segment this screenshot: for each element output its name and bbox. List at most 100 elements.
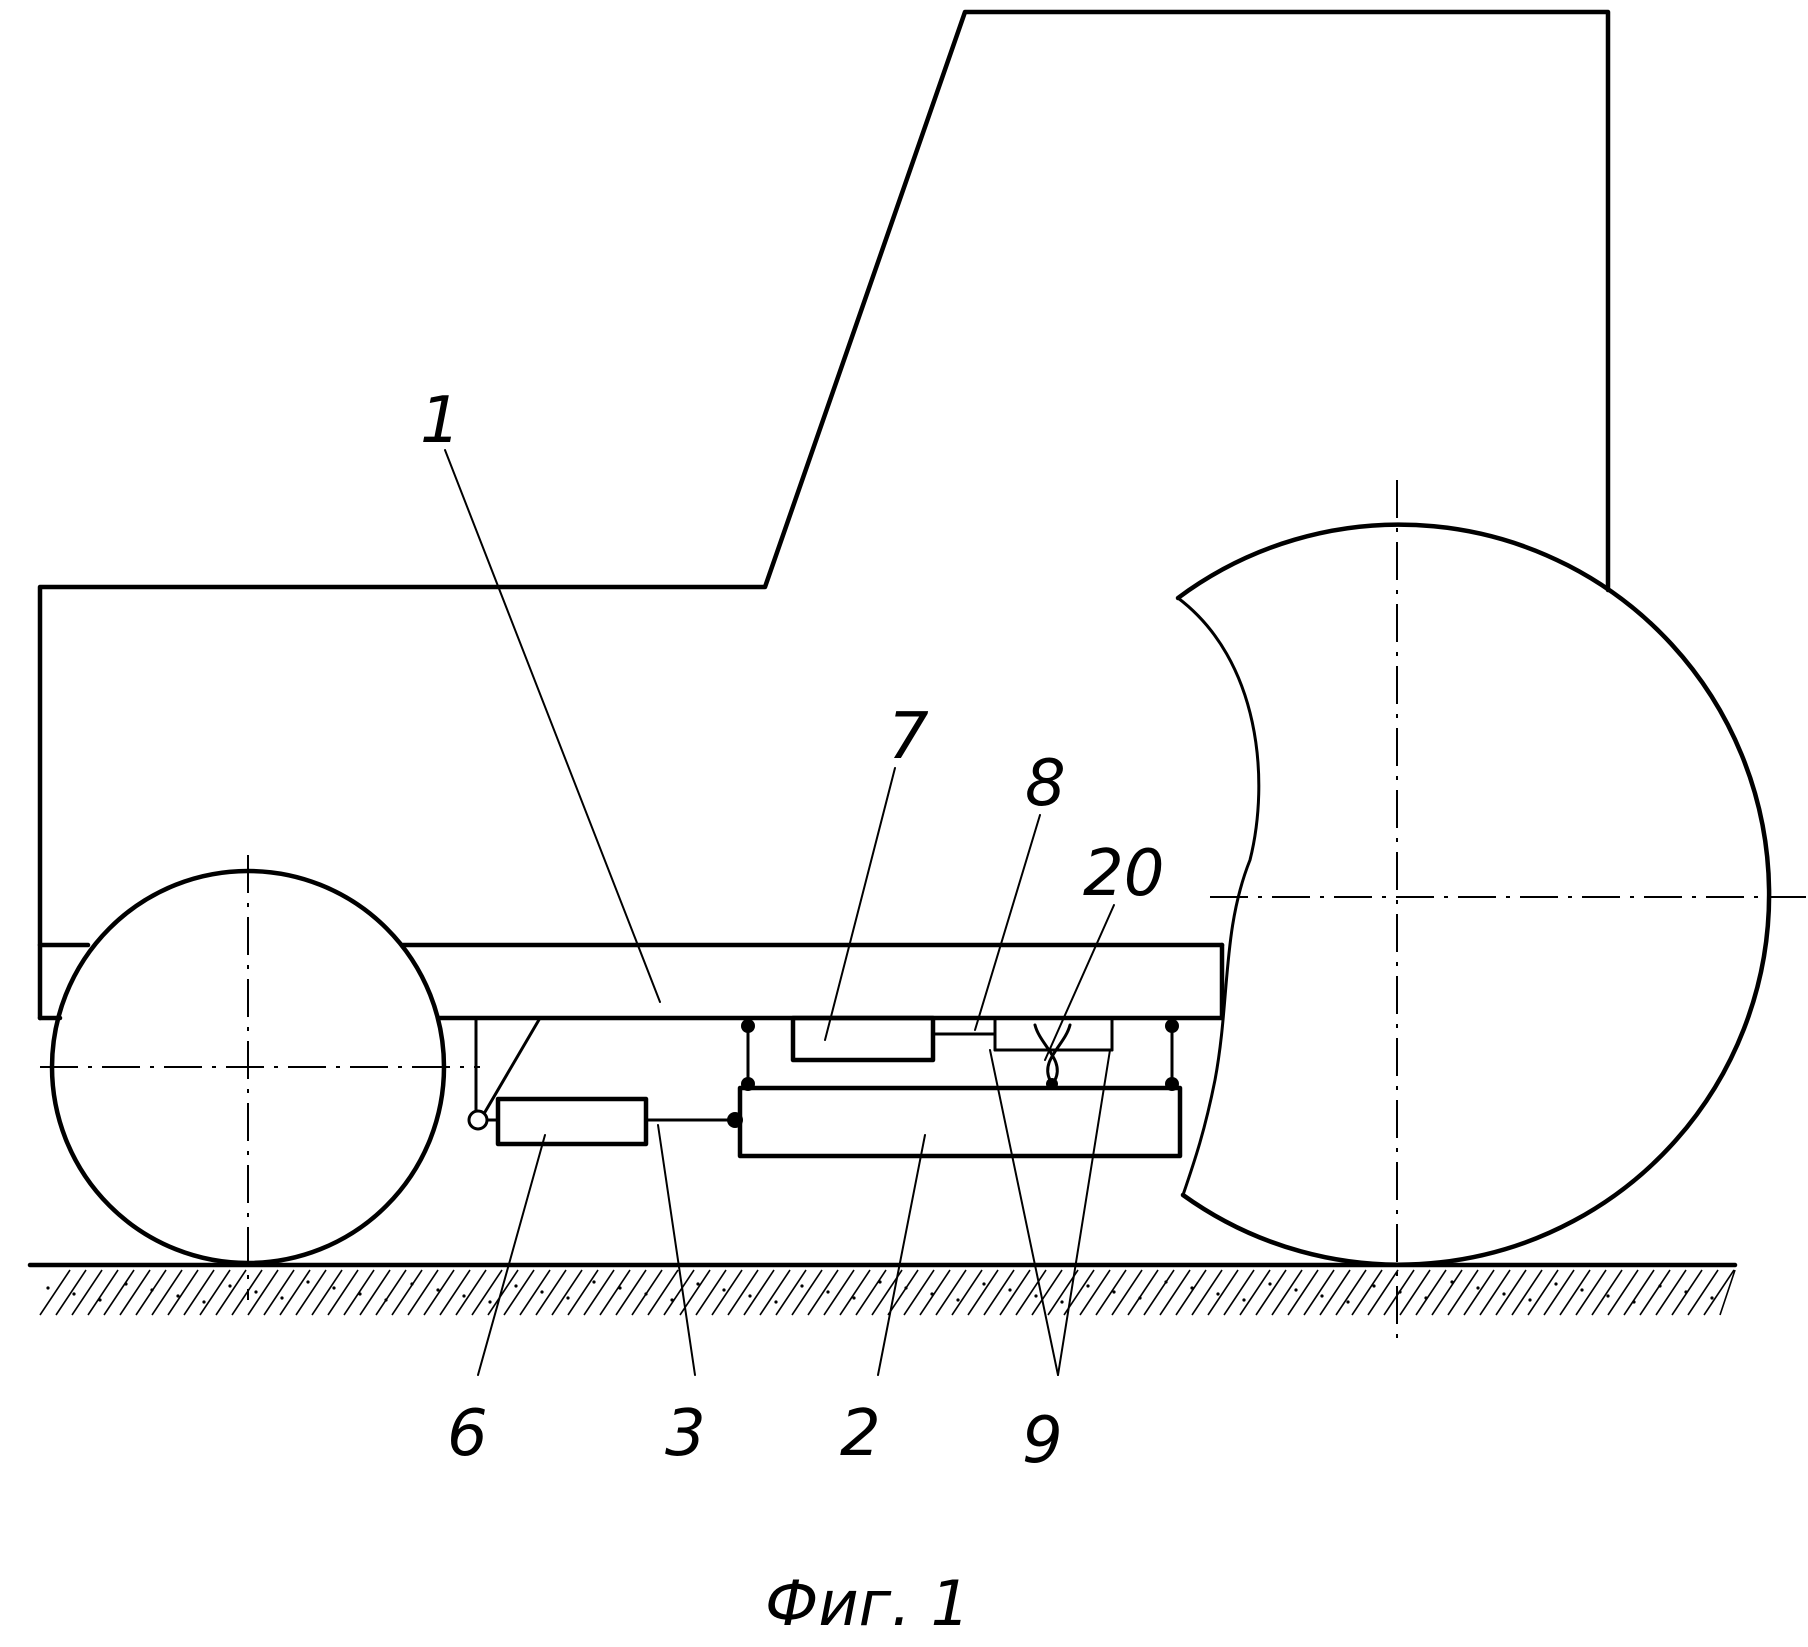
hatch-line [1400,1270,1430,1315]
hatch-line [360,1270,390,1315]
hatch-dot [696,1282,699,1285]
hatch-line [184,1270,214,1315]
vehicle-body [40,12,1608,1018]
hatch-line [904,1270,934,1315]
hatch-line [696,1270,726,1315]
hatch-dot [1346,1300,1349,1303]
hatch-dot [1060,1300,1063,1303]
hatch-line [600,1270,630,1315]
hatch-dot [46,1286,49,1289]
hatch-dot [98,1298,101,1301]
hatch-line [1608,1270,1638,1315]
chassis-frame [40,945,1222,1018]
hatch-dot [1424,1296,1427,1299]
hatch-line [72,1270,102,1315]
hatch-line [152,1270,182,1315]
hatch-dot [592,1280,595,1283]
hatch-dot [1086,1284,1089,1287]
hatch-dot [1554,1282,1557,1285]
hatch-dot [488,1300,491,1303]
hatch-line [1272,1270,1302,1315]
label-8: 8 [1025,747,1066,821]
hatch-dot [1242,1298,1245,1301]
hatch-line [760,1270,790,1315]
hatch-dot [462,1294,465,1297]
hatch-line [856,1270,886,1315]
hatch-line [264,1270,294,1315]
hatch-line [40,1270,70,1315]
hatch-dot [1658,1284,1661,1287]
hatch-dot [410,1282,413,1285]
hatch-line [648,1270,678,1315]
hatch-line [984,1270,1014,1315]
hatch-line [632,1270,662,1315]
hatch-dot [176,1294,179,1297]
hatch-line [1592,1270,1622,1315]
hatch-line [424,1270,454,1315]
hatch-dot [436,1288,439,1291]
figure-caption: Фиг. 1 [765,1567,970,1640]
hatch-line [1480,1270,1510,1315]
hatch-line [392,1270,422,1315]
hatch-dot [852,1296,855,1299]
hatch-dot [124,1282,127,1285]
hatch-dot [904,1286,907,1289]
hatch-dot [1320,1294,1323,1297]
hatch-line [168,1270,198,1315]
hatch-line [200,1270,230,1315]
front-wheel [40,855,480,1300]
hatch-line [616,1270,646,1315]
hatch-line [744,1270,774,1315]
hatch-dot [1450,1280,1453,1283]
hatch-dot [1476,1286,1479,1289]
hatch-line [456,1270,486,1315]
hatch-line [1256,1270,1286,1315]
hatch-dot [982,1282,985,1285]
hatch-line [328,1270,358,1315]
hatch-line [1560,1270,1590,1315]
hatch-dot [280,1296,283,1299]
hatch-line [1512,1270,1542,1315]
hatch-line [1496,1270,1526,1315]
hatch-line [136,1270,166,1315]
hatch-line [312,1270,342,1315]
hatch-line [520,1270,550,1315]
hatch-line [1432,1270,1462,1315]
hatch-line [120,1270,150,1315]
hatch-dot [540,1290,543,1293]
hatch-dot [1268,1282,1271,1285]
hatch-dot [1112,1290,1115,1293]
hatch-line [1416,1270,1446,1315]
label-7: 7 [888,700,929,774]
hatch-dot [1294,1288,1297,1291]
hatch-line [1688,1270,1718,1315]
hatch-line [56,1270,86,1315]
hatch-line [664,1270,694,1315]
hatch-line [888,1270,918,1315]
hatch-line [280,1270,310,1315]
hatch-dot [1502,1292,1505,1295]
hatch-line [296,1270,326,1315]
hatch-line [1208,1270,1238,1315]
hatch-dot [930,1292,933,1295]
hatch-line [1144,1270,1174,1315]
hatch-line [936,1270,966,1315]
hatch-line [104,1270,134,1315]
hatch-line [1368,1270,1398,1315]
hatch-line [1336,1270,1366,1315]
hatch-line [1704,1270,1734,1315]
hatch-dot [1190,1286,1193,1289]
hatch-line [408,1270,438,1315]
hatch-dot [358,1292,361,1295]
hatch-dot [72,1292,75,1295]
hatch-line [1352,1270,1382,1315]
label-20: 20 [1083,837,1164,911]
hatch-dot [644,1292,647,1295]
hatch-line [1160,1270,1190,1315]
label-9: 9 [1022,1404,1063,1478]
hatch-line [568,1270,598,1315]
hatch-line [1240,1270,1270,1315]
hatch-dot [1216,1292,1219,1295]
hatch-dot [800,1284,803,1287]
